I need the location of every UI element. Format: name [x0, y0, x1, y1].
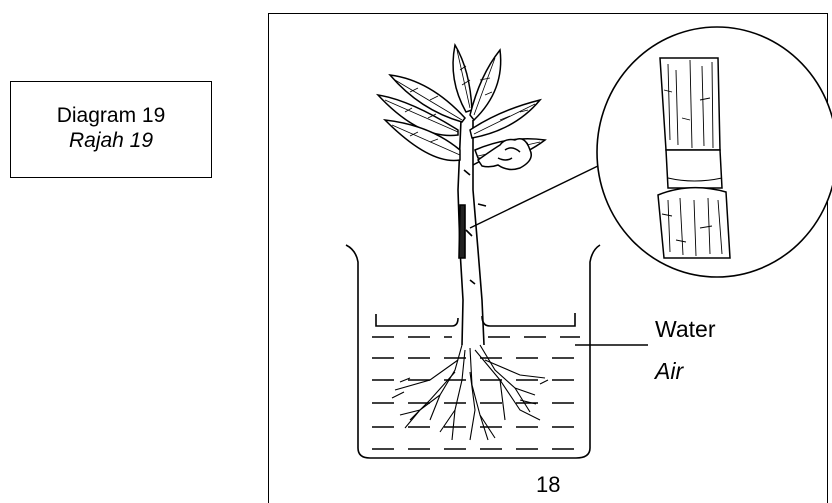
beaker	[346, 245, 600, 458]
magnifier-pointer-line	[470, 164, 602, 228]
plant-roots	[392, 345, 548, 440]
water-label-translation: Air	[655, 358, 683, 384]
magnified-view	[597, 27, 832, 277]
plant-experiment-illustration	[0, 0, 832, 487]
flower-bud	[478, 139, 531, 170]
water-label: Water	[655, 316, 716, 342]
page-number: 18	[536, 474, 560, 496]
